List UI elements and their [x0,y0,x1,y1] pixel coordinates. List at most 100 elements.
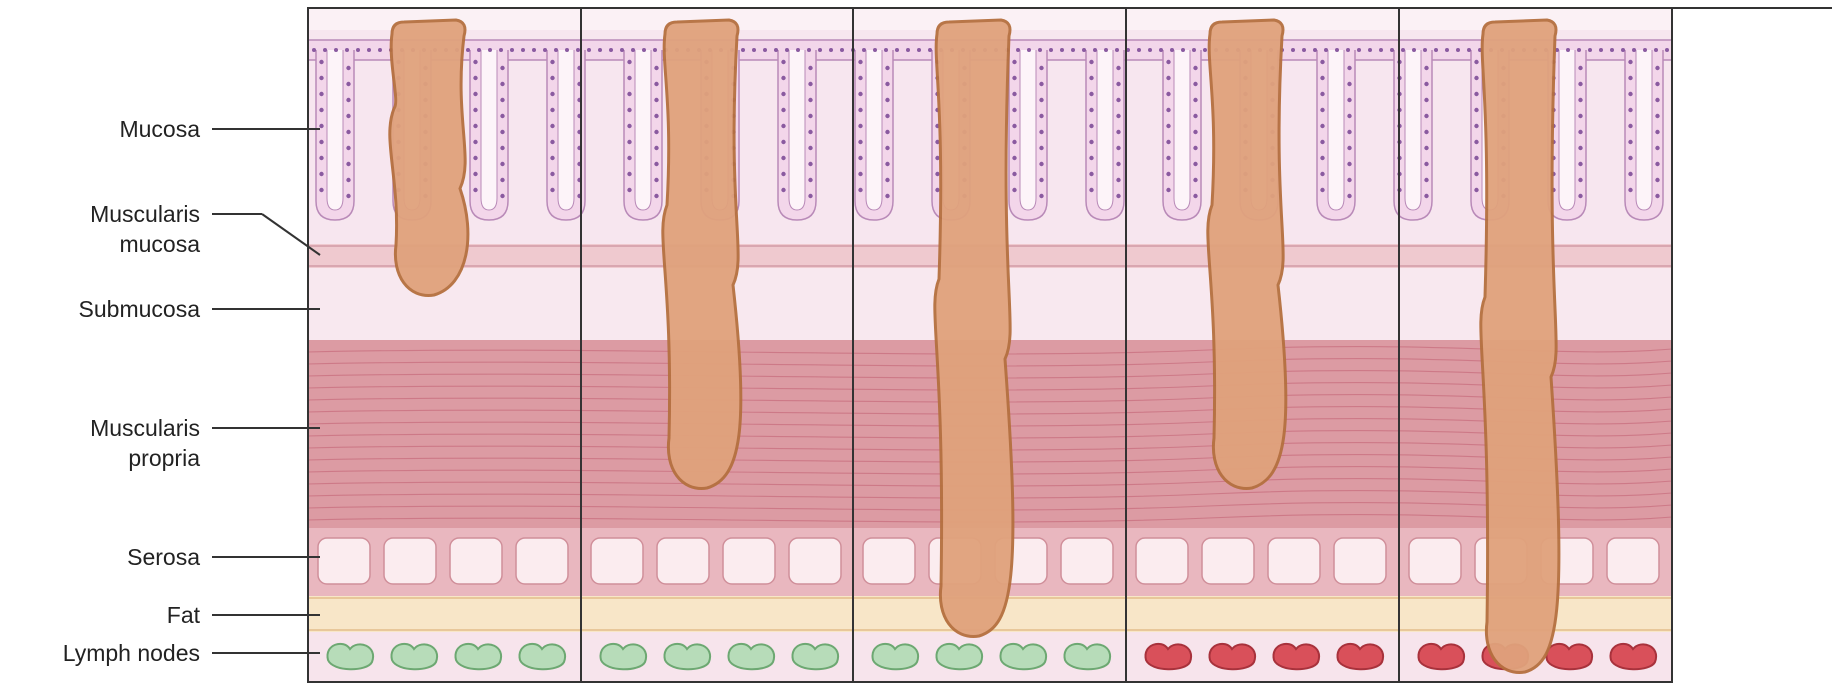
crypt-nucleus [1089,108,1093,112]
surface-nucleus [543,48,547,52]
crypt-nucleus [473,140,477,144]
surface-nucleus [1643,48,1647,52]
crypt-nucleus [654,146,658,150]
crypt-nucleus [1474,124,1478,128]
surface-nucleus [1071,48,1075,52]
surface-nucleus [1434,48,1438,52]
lymph-node [327,644,373,669]
crypt-nucleus [1039,194,1043,198]
crypt-lumen [1405,50,1421,210]
crypt-nucleus [346,130,350,134]
crypt-nucleus [1039,66,1043,70]
surface-nucleus [620,48,624,52]
label-submucosa: Submucosa [0,294,200,324]
crypt-nucleus [550,172,554,176]
crypt-nucleus [1116,162,1120,166]
lymph-node [664,644,710,669]
surface-nucleus [356,48,360,52]
crypt-nucleus [1320,172,1324,176]
crypt-nucleus [1424,66,1428,70]
crypt-nucleus [1655,178,1659,182]
label-serosa-text: Serosa [127,544,200,570]
crypt-nucleus [473,60,477,64]
surface-nucleus [1148,48,1152,52]
lymph-node [936,644,982,669]
surface-nucleus [1599,48,1603,52]
crypt-nucleus [1193,130,1197,134]
crypt-nucleus [1474,156,1478,160]
label-lymph-nodes-text: Lymph nodes [63,640,200,666]
crypt-nucleus [1089,188,1093,192]
surface-nucleus [1654,48,1658,52]
surface-nucleus [1016,48,1020,52]
crypt-nucleus [627,76,631,80]
crypt-nucleus [1193,178,1197,182]
crypt-nucleus [808,194,812,198]
crypt-nucleus [1116,82,1120,86]
lymph-node [1546,644,1592,669]
crypt-nucleus [627,140,631,144]
crypt-nucleus [1012,92,1016,96]
crypt-nucleus [627,124,631,128]
crypt-nucleus [1347,130,1351,134]
crypt-lumen [1174,50,1190,210]
crypt-nucleus [885,66,889,70]
crypt-nucleus [319,76,323,80]
surface-nucleus [1577,48,1581,52]
crypt-nucleus [654,162,658,166]
crypt-nucleus [781,140,785,144]
surface-nucleus [1621,48,1625,52]
crypt-nucleus [858,140,862,144]
surface-nucleus [1170,48,1174,52]
label-mucosa-text: Mucosa [119,116,200,142]
crypt-nucleus [1424,130,1428,134]
label-submucosa-text: Submucosa [79,296,200,322]
label-fat: Fat [0,600,200,630]
crypt-nucleus [654,66,658,70]
crypt-nucleus [1578,162,1582,166]
crypt-nucleus [500,162,504,166]
crypt-nucleus [1193,194,1197,198]
crypt-nucleus [473,156,477,160]
crypt-nucleus [319,188,323,192]
crypt-nucleus [1424,178,1428,182]
surface-nucleus [1368,48,1372,52]
crypt-nucleus [1089,140,1093,144]
crypt-nucleus [885,98,889,102]
surface-nucleus [1137,48,1141,52]
crypt-nucleus [473,124,477,128]
surface-nucleus [1423,48,1427,52]
surface-nucleus [1632,48,1636,52]
label-muscularis-propria-line1: Muscularis [90,415,200,441]
crypt-nucleus [1424,194,1428,198]
surface-nucleus [1456,48,1460,52]
crypt-nucleus [654,98,658,102]
crypt-nucleus [500,114,504,118]
crypt-nucleus [500,194,504,198]
surface-nucleus [477,48,481,52]
serosa-cell [318,538,370,584]
surface-nucleus [598,48,602,52]
label-muscularis-propria-line2: propria [128,445,200,471]
crypt-nucleus [1578,194,1582,198]
crypt-nucleus [550,188,554,192]
surface-nucleus [1093,48,1097,52]
crypt-nucleus [1116,98,1120,102]
crypt-nucleus [1166,108,1170,112]
label-lymph-nodes: Lymph nodes [0,638,200,668]
crypt-nucleus [1116,178,1120,182]
surface-nucleus [928,48,932,52]
crypt-nucleus [1347,66,1351,70]
crypt-nucleus [1012,60,1016,64]
crypt-nucleus [1012,76,1016,80]
crypt-nucleus [1089,124,1093,128]
label-fat-text: Fat [167,602,200,628]
surface-nucleus [1346,48,1350,52]
crypt-nucleus [1578,130,1582,134]
serosa-cell [657,538,709,584]
crypt-nucleus [550,140,554,144]
crypt-nucleus [346,146,350,150]
crypt-nucleus [1578,146,1582,150]
crypt-nucleus [1320,156,1324,160]
